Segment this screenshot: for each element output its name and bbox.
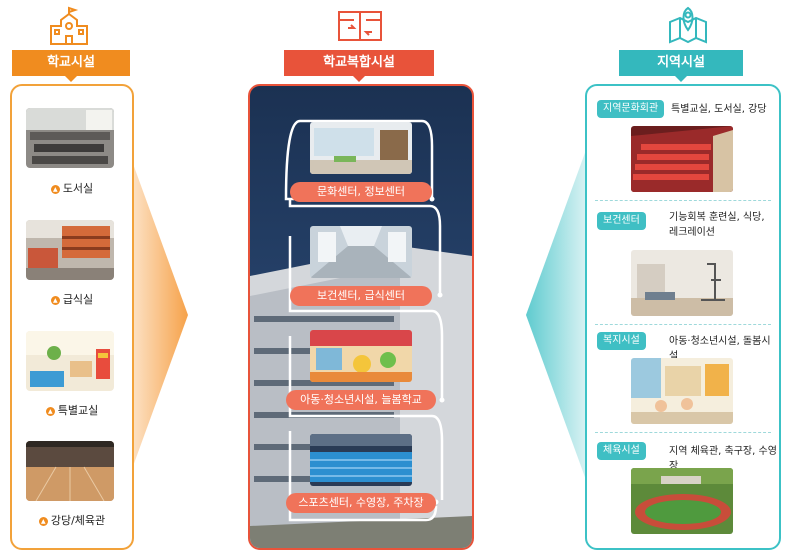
- school-building-icon: [50, 6, 88, 45]
- school-to-complex-wedge: [128, 150, 188, 480]
- stadium-photo: [631, 468, 733, 534]
- culture-hall-photo: [631, 126, 733, 192]
- region-to-complex-wedge: [526, 150, 586, 480]
- region-tag: 체육시설: [597, 442, 646, 460]
- complex-item-label: 스포츠센터, 수영장, 주차장: [286, 493, 436, 513]
- gymnasium-photo: [26, 441, 114, 501]
- school-title-text: 학교시설: [47, 55, 95, 70]
- region-desc: 기능회복 훈련실, 식당, 레크레이션: [669, 212, 765, 238]
- school-item-label: ▲특별교실: [12, 402, 132, 418]
- region-desc: 지역 체육관, 축구장, 수영장: [669, 446, 777, 472]
- bullet-icon: ▲: [50, 296, 60, 305]
- region-tag: 복지시설: [597, 332, 646, 350]
- swimming-pool-photo: [310, 434, 412, 486]
- complex-facility-icon: [338, 11, 382, 41]
- health-center-photo: [310, 226, 412, 278]
- complex-facility-panel: 문화센터, 정보센터 보건센터, 급식센터 아동·청소년시설, 늘봄학교 스포츠…: [248, 84, 474, 550]
- library-photo: [26, 108, 114, 168]
- school-item-label: ▲도서실: [12, 180, 132, 196]
- special-classroom-photo: [26, 331, 114, 391]
- complex-item-label: 문화센터, 정보센터: [290, 182, 432, 202]
- bullet-icon: ▲: [45, 407, 55, 416]
- school-title: 학교시설: [12, 50, 130, 82]
- complex-item-label: 보건센터, 급식센터: [290, 286, 432, 306]
- youth-facility-photo: [310, 330, 412, 382]
- complex-title: 학교복합시설: [284, 50, 434, 82]
- region-desc: 특별교실, 도서실, 강당: [671, 104, 767, 115]
- complex-title-text: 학교복합시설: [323, 55, 395, 70]
- rehab-room-photo: [631, 250, 733, 316]
- school-facilities-panel: ▲도서실 ▲급식실 ▲특별교실 ▲강당/체육관: [10, 84, 134, 550]
- region-title-text: 지역시설: [657, 55, 705, 70]
- childcare-photo: [631, 358, 733, 424]
- map-pin-icon: [669, 6, 707, 44]
- culture-center-photo: [310, 122, 412, 174]
- school-item-label: ▲급식실: [12, 291, 132, 307]
- bullet-icon: ▲: [50, 185, 60, 194]
- region-desc: 아동·청소년시설, 돌봄시설: [669, 336, 771, 362]
- region-tag: 보건센터: [597, 212, 646, 230]
- school-item-label: ▲강당/체육관: [12, 512, 132, 528]
- region-facilities-panel: 지역문화회관 특별교실, 도서실, 강당 보건센터 기능회복 훈련실, 식당, …: [585, 84, 781, 550]
- region-tag: 지역문화회관: [597, 100, 665, 118]
- region-title: 지역시설: [619, 50, 743, 82]
- cafeteria-photo: [26, 220, 114, 280]
- bullet-icon: ▲: [38, 517, 48, 526]
- complex-item-label: 아동·청소년시설, 늘봄학교: [286, 390, 436, 410]
